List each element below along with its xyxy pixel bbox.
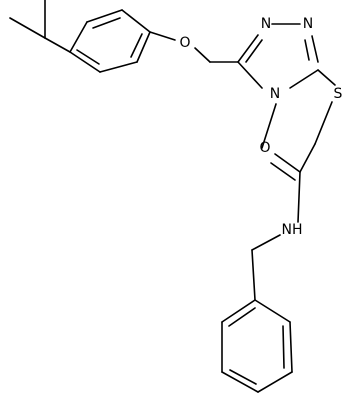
acetamide-group (251, 143, 316, 301)
bond-carbonyl-c-o (274, 153, 301, 173)
ring1-bond-1 (69, 21, 88, 53)
triazole-bond-c5-n1 (237, 34, 259, 63)
triazole-double-c5-n1 (245, 39, 263, 63)
ring1-double-1 (92, 17, 121, 29)
ring2-bond-6 (254, 299, 291, 323)
ring1-bond-4 (136, 31, 151, 63)
ring1-bond-5 (99, 61, 138, 73)
atom-triazole-nitrogen-2: N (303, 16, 313, 32)
atom-amide-nh: NH (282, 222, 303, 238)
ring2-double-2 (229, 369, 257, 385)
bond-c3-to-s (317, 69, 336, 86)
triazole-bond-n2-c3 (311, 35, 319, 63)
ring2-double-1 (228, 307, 256, 327)
ring1-bond-3 (121, 9, 151, 33)
bond-isopropyl-ch-to-ring (44, 37, 71, 53)
ring2-bond-3 (221, 371, 259, 393)
bond-carbonyl-c-to-nh (297, 171, 301, 223)
ring2-double-3 (282, 325, 285, 369)
ether-linkage (149, 31, 239, 63)
atom-ether-oxygen: O (179, 35, 190, 51)
bond-ch2-to-carbonyl-c (299, 143, 316, 173)
bond-isopropyl-ch-to-methyl-a (9, 17, 46, 39)
ring1-double-2 (130, 33, 143, 58)
triazole-bond-n4-c5 (237, 61, 263, 89)
triazole-ring (237, 23, 319, 89)
bond-benzyl-ch2-to-ring (251, 249, 256, 301)
triazole-double-n2-c3 (304, 39, 310, 61)
ring2-bond-4 (257, 371, 293, 393)
bond-nh-to-benzyl-ch2 (251, 234, 281, 251)
benzyl-benzene-ring (221, 299, 293, 393)
triazole-bond-c3-n4 (289, 69, 319, 89)
ring1-bond-6 (69, 51, 101, 73)
bond-n-methyl (261, 103, 277, 149)
ring1-double-3 (76, 49, 100, 65)
atom-methyl-nitrogen: N (270, 86, 280, 102)
bond-s-to-ch2 (314, 101, 333, 145)
ring1-bond-2 (86, 9, 123, 23)
bond-ring-to-ether-o (149, 31, 176, 41)
isopropyl-group (9, 0, 71, 53)
atom-triazole-nitrogen-1: N (261, 16, 271, 32)
bond-carbonyl-c-o-double (270, 162, 296, 181)
atom-carbonyl-oxygen: O (259, 140, 270, 156)
phenoxy-benzene-ring (69, 9, 151, 73)
atom-sulfur: S (334, 86, 343, 102)
bond-ether-o-to-ch2 (194, 47, 211, 63)
ring2-bond-1 (221, 299, 256, 323)
ring2-bond-5 (289, 321, 293, 373)
thioether-linkage (314, 69, 336, 145)
